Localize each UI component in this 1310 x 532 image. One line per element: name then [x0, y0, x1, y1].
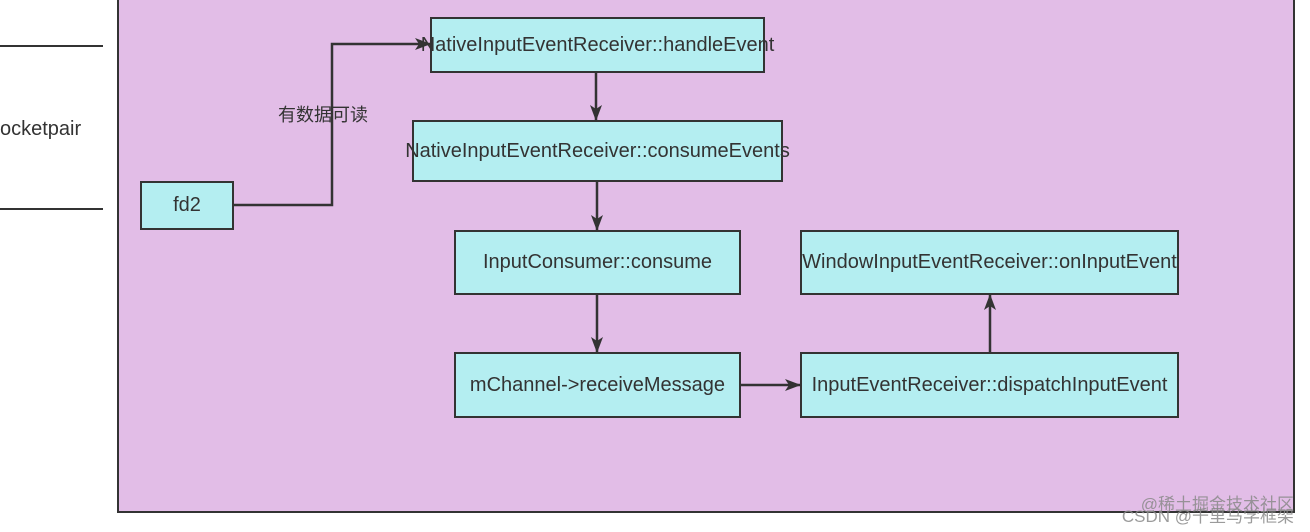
node-dispatch-input-event: InputEventReceiver::dispatchInputEvent: [800, 352, 1179, 418]
socketpair-label: ocketpair: [0, 118, 82, 140]
node-receive-message: mChannel->receiveMessage: [454, 352, 741, 418]
node-consume-events: NativeInputEventReceiver::consumeEvents: [405, 120, 790, 182]
node-fd2: fd2: [140, 181, 234, 230]
node-on-input-event-label: WindowInputEventReceiver::onInputEvent: [802, 251, 1177, 273]
node-dispatch-input-event-label: InputEventReceiver::dispatchInputEvent: [811, 373, 1168, 396]
socketpair-top-line: [0, 45, 103, 47]
node-handle-event: NativeInputEventReceiver::handleEvent: [421, 17, 774, 73]
node-fd2-label: fd2: [173, 194, 201, 216]
edge-label-data-readable: 有数据可读: [278, 105, 368, 125]
node-handle-event-label: NativeInputEventReceiver::handleEvent: [420, 33, 775, 56]
node-receive-message-label: mChannel->receiveMessage: [469, 373, 726, 396]
node-input-consumer: InputConsumer::consume: [454, 230, 741, 295]
socketpair-bottom-line: [0, 208, 103, 210]
node-input-consumer-label: InputConsumer::consume: [482, 251, 712, 273]
watermark-juejin: @稀土掘金技术社区: [1140, 495, 1294, 514]
node-on-input-event: WindowInputEventReceiver::onInputEvent: [800, 230, 1179, 295]
watermark-csdn: CSDN @千里马学框架: [1121, 507, 1294, 526]
node-consume-events-label: NativeInputEventReceiver::consumeEvents: [405, 139, 790, 162]
